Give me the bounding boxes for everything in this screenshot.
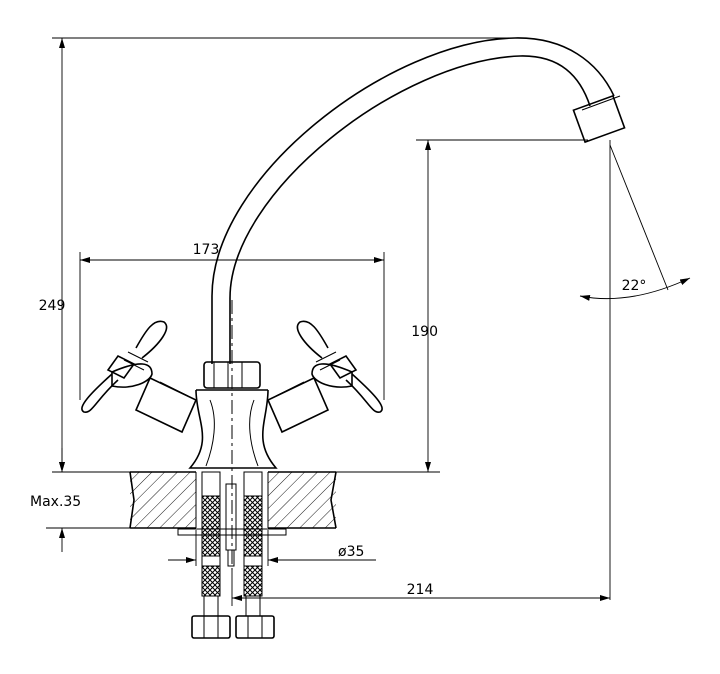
right-handle [296, 320, 383, 413]
threaded-stud [225, 483, 237, 567]
faucet-body [188, 300, 278, 570]
hole-diameter-label: ø35 [338, 544, 364, 560]
handle-span-label: 173 [193, 242, 220, 258]
dimension-height: 249 [39, 37, 520, 473]
dimension-handle-span: 173 [79, 242, 385, 400]
spout-clearance-label: 190 [411, 324, 438, 340]
swivel-spout [211, 37, 626, 364]
max-thickness-label: Max.35 [30, 494, 81, 510]
dimension-angle: 22° [579, 140, 691, 600]
left-supply-hose [191, 471, 231, 639]
angle-label: 22° [622, 278, 647, 294]
dimension-spout-reach: 214 [231, 570, 610, 606]
dimension-max-thickness: Max.35 [30, 448, 130, 552]
dimension-spout-clearance: 190 [336, 139, 588, 473]
left-handle [81, 320, 168, 413]
spout-reach-label: 214 [407, 582, 434, 598]
dimension-hole-diameter: ø35 [168, 530, 376, 566]
left-valve [134, 376, 198, 434]
right-supply-hose [235, 471, 275, 639]
height-label: 249 [39, 298, 66, 314]
countertop [129, 470, 337, 530]
right-valve [266, 376, 330, 434]
